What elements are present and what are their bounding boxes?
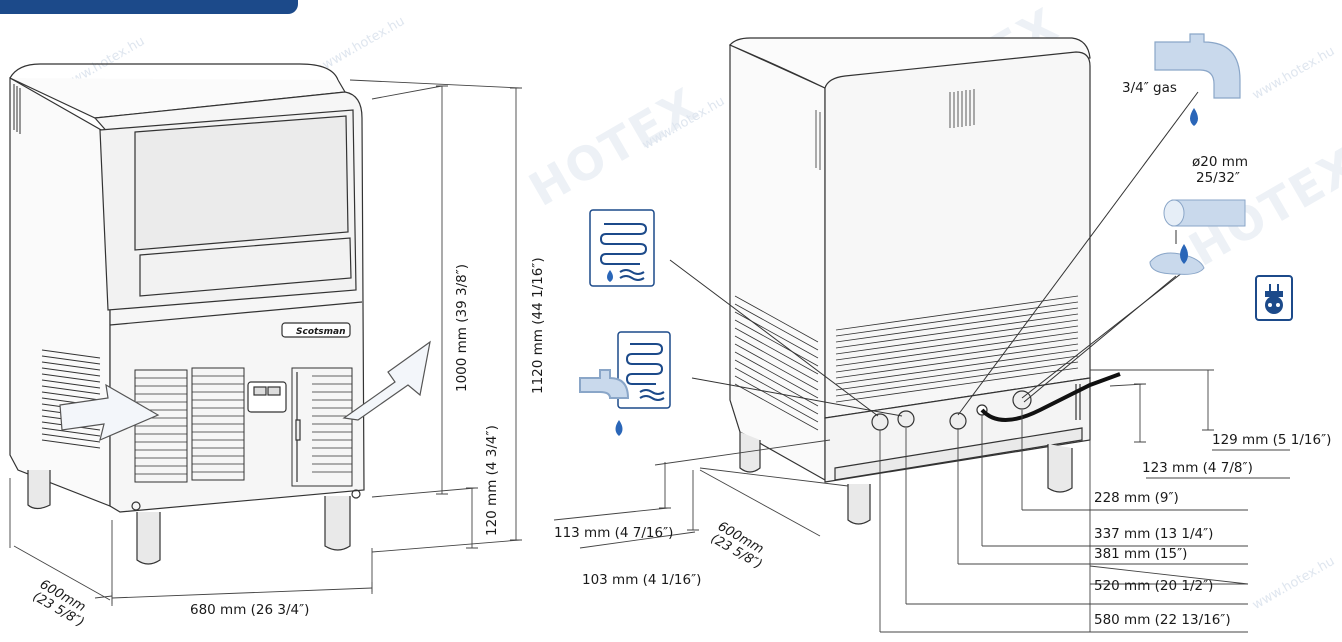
dim-rear-left-1: 113 mm (4 7/16″) (554, 525, 674, 541)
rear-dimensions (553, 369, 1290, 633)
header-tab (0, 0, 298, 14)
dim-rear-right: 580 mm (22 13/16″) (1094, 612, 1231, 628)
drain-diameter-in: 25/32″ (1196, 170, 1240, 186)
rear-ice-machine (729, 37, 1121, 525)
dim-rear-right: 129 mm (5 1/16″) (1212, 432, 1332, 448)
dim-width: 680 mm (26 3/4″) (190, 602, 310, 618)
dim-height-legs: 120 mm (4 3/4″) (484, 425, 500, 536)
dim-rear-right: 337 mm (13 1/4″) (1094, 526, 1214, 542)
drain-diameter-mm: ø20 mm (1192, 154, 1249, 170)
water-coil-icon-1 (589, 209, 655, 287)
gas-tap-icon (1154, 33, 1241, 126)
drain-pipe-icon (1149, 199, 1246, 275)
dim-rear-right: 520 mm (20 1/2″) (1094, 578, 1214, 594)
power-plug-icon (1255, 275, 1293, 321)
dim-height-total: 1120 mm (44 1/16″) (530, 257, 546, 394)
dim-rear-right: 123 mm (4 7/8″) (1142, 460, 1253, 476)
front-dimensions (9, 79, 522, 606)
dim-rear-left-2: 103 mm (4 1/16″) (582, 572, 702, 588)
dim-rear-right: 228 mm (9″) (1094, 490, 1179, 506)
brand-logo: Scotsman (296, 327, 346, 337)
dim-rear-right: 381 mm (15″) (1094, 546, 1188, 562)
dim-height-body: 1000 mm (39 3/8″) (454, 263, 470, 392)
water-coil-icon-2 (579, 331, 671, 436)
front-ice-machine (9, 63, 431, 565)
gas-label: 3/4″ gas (1122, 80, 1177, 96)
